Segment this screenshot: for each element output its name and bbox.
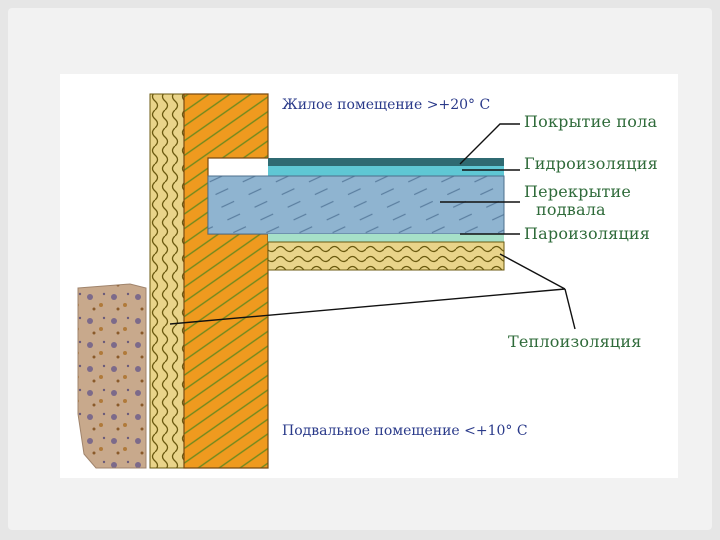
- diagram-figure: Жилое помещение >+20° С Подвальное помещ…: [60, 74, 678, 478]
- vapor-barrier-layer: [268, 234, 504, 242]
- wall-insulation: [149, 93, 185, 469]
- basement-room-label: Подвальное помещение <+10° С: [282, 423, 528, 439]
- vapor-barrier-label: Пароизоляция: [524, 224, 651, 243]
- waterproof-layer: [268, 166, 504, 176]
- floor-cover-layer: [268, 158, 504, 166]
- slab-label-line2: подвала: [536, 200, 606, 219]
- floor-cover-label: Покрытие пола: [524, 112, 658, 131]
- living-room-label: Жилое помещение >+20° С: [282, 97, 491, 113]
- slab-label-line1: Перекрытие: [524, 182, 632, 201]
- foundation-wall: [183, 93, 269, 469]
- waterproof-label: Гидроизоляция: [524, 154, 658, 173]
- floor-section-drawing: [77, 93, 576, 469]
- basement-slab: [207, 175, 505, 235]
- slide-background: Жилое помещение >+20° С Подвальное помещ…: [8, 8, 712, 530]
- leader-lines: [169, 123, 576, 330]
- soil-area: [77, 283, 147, 469]
- ceiling-insulation: [267, 241, 505, 271]
- insulation-label: Теплоизоляция: [508, 332, 642, 351]
